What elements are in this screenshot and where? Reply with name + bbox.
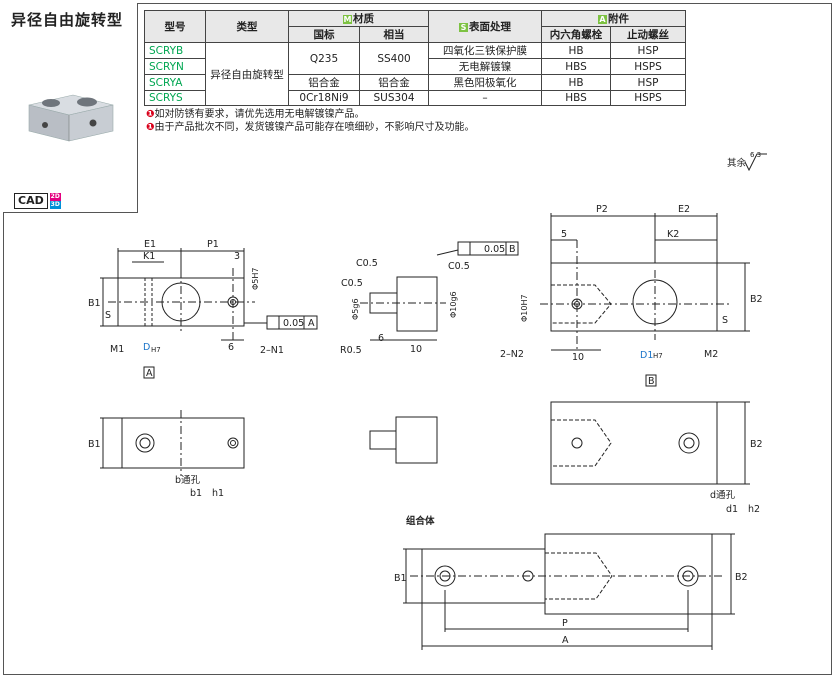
chamfer-1: C0.5 xyxy=(356,258,378,269)
dim-A: A xyxy=(562,635,569,646)
part2-top xyxy=(550,401,718,485)
table-row: SCRYB 异径自由旋转型 Q235 SS400 四氧化三铁保护膜 HB HSP xyxy=(144,42,686,106)
part2-front xyxy=(550,262,718,332)
dim-b1: b1 xyxy=(190,488,202,499)
other-roughness-label: 其余 xyxy=(727,157,747,169)
roughness-symbol xyxy=(744,153,767,172)
dim-d1: d1 xyxy=(726,504,738,515)
dim-K2: K2 xyxy=(667,229,679,240)
header-stop-screw: 止动螺丝 xyxy=(610,26,686,43)
assembly-part2 xyxy=(544,533,713,615)
tol-ref-A: A xyxy=(308,318,315,329)
row-code[interactable]: SCRYA xyxy=(144,74,206,91)
row-code[interactable]: SCRYN xyxy=(144,58,206,75)
cad-label: CAD xyxy=(14,193,48,209)
dim-h1: h1 xyxy=(212,488,224,499)
datum-B: B xyxy=(648,376,655,387)
dim-10: 10 xyxy=(410,344,422,355)
row-bolt: HBS xyxy=(541,90,611,106)
dim-N1: 2–N1 xyxy=(260,345,284,356)
assembly-label: 组合体 xyxy=(406,515,435,527)
dim-3: 3 xyxy=(234,251,240,262)
part1-top xyxy=(121,417,245,469)
roughness-value: 6.3 xyxy=(750,151,761,159)
dim-6: 6 xyxy=(228,342,234,353)
dim-B2c: B2 xyxy=(735,572,748,583)
dim-S2: S xyxy=(722,315,728,326)
product-title: 异径自由旋转型 xyxy=(11,11,124,29)
dim-P: P xyxy=(562,618,568,629)
dim-B1b: B1 xyxy=(88,439,101,450)
dim-D1: D1 xyxy=(640,350,653,361)
dim-phi10g6: Φ10g6 xyxy=(449,291,458,318)
table-row: SCRYN 无电解镀镍 HBS HSPS xyxy=(144,58,686,75)
row-screw: HSP xyxy=(610,74,686,91)
header-model: 型号 xyxy=(144,10,206,43)
dim-E1: E1 xyxy=(144,239,156,250)
row-surface: 无电解镀镍 xyxy=(428,58,542,75)
row-screw: HSPS xyxy=(610,58,686,75)
chamfer-2: C0.5 xyxy=(341,278,363,289)
cad-3d-badge[interactable]: 3D xyxy=(49,201,61,209)
tol-0.05-a: 0.05 xyxy=(283,318,304,329)
dim-6b: 6 xyxy=(378,333,384,344)
note-item: ❶由于产品批次不同，发货镀镍产品可能存在喷细砂，不影响尺寸及功能。 xyxy=(146,122,475,133)
dim-10b: 10 xyxy=(572,352,584,363)
dim-B2: B2 xyxy=(750,294,763,305)
product-panel: 异径自由旋转型 CAD 2D 3D xyxy=(3,3,138,213)
table-row: SCRYS 0Cr18Ni9 SUS304 – HBS HSPS xyxy=(144,90,686,106)
dim-B2b: B2 xyxy=(750,439,763,450)
shaft-head xyxy=(396,276,438,332)
dim-B1: B1 xyxy=(88,298,101,309)
dim-P1: P1 xyxy=(207,239,219,250)
dim-phi5H7: Φ5H7 xyxy=(251,268,260,291)
cad-badge[interactable]: CAD 2D 3D xyxy=(14,193,61,209)
row-screw: HSPS xyxy=(610,90,686,106)
chamfer-3: C0.5 xyxy=(448,261,470,272)
notes: ❶如对防锈有要求，请优先选用无电解镀镍产品。 ❶由于产品批次不同，发货镀镍产品可… xyxy=(146,108,474,134)
page-frame xyxy=(3,3,832,675)
row-bolt: HBS xyxy=(541,58,611,75)
d-through-hole: d通孔 xyxy=(710,490,736,501)
dim-H7b: H7 xyxy=(653,352,663,360)
datum-A: A xyxy=(146,368,153,379)
row-surface: 四氧化三铁保护膜 xyxy=(428,42,542,59)
dim-E2: E2 xyxy=(678,204,690,215)
row-code[interactable]: SCRYS xyxy=(144,90,206,106)
dim-M1: M1 xyxy=(110,344,124,355)
cad-2d-badge[interactable]: 2D xyxy=(49,193,61,201)
dim-D: D xyxy=(143,342,150,353)
dim-phi10H7: Φ10H7 xyxy=(520,294,529,322)
dim-N2: 2–N2 xyxy=(500,349,524,360)
row-equivalent: SS400 xyxy=(359,42,429,75)
dim-S: S xyxy=(105,310,111,321)
product-photo xyxy=(28,94,114,142)
dim-P2: P2 xyxy=(596,204,608,215)
row-equivalent: SUS304 xyxy=(359,90,429,106)
dim-H7: H7 xyxy=(151,346,161,354)
shaft-top xyxy=(395,416,438,464)
dim-M2: M2 xyxy=(704,349,718,360)
dim-B1c: B1 xyxy=(394,573,407,584)
tol-ref-B: B xyxy=(509,244,516,255)
dim-R05: R0.5 xyxy=(340,345,362,356)
dim-5: 5 xyxy=(561,229,567,240)
dim-h2: h2 xyxy=(748,504,760,515)
row-national: 0Cr18Ni9 xyxy=(288,90,360,106)
b-through-hole: b通孔 xyxy=(175,475,201,486)
note-item: ❶如对防锈有要求，请优先选用无电解镀镍产品。 xyxy=(146,109,365,120)
dim-phi5g6: Φ5g6 xyxy=(351,298,360,320)
dim-K1: K1 xyxy=(143,251,155,262)
tol-0.05-b: 0.05 xyxy=(484,244,505,255)
header-equivalent: 相当 xyxy=(359,26,429,43)
